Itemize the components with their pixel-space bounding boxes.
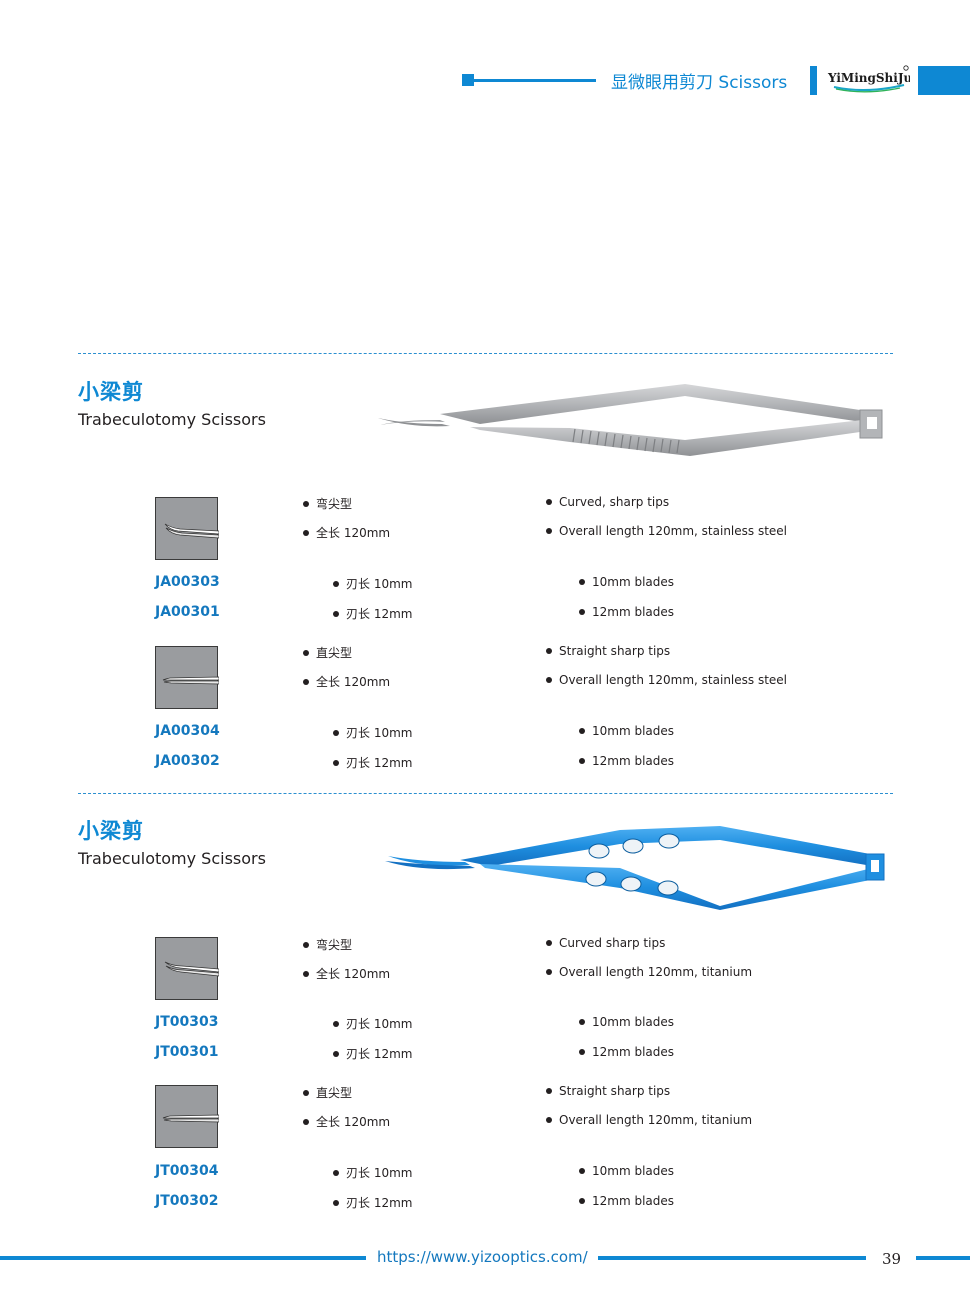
- product-code: JA00302: [155, 753, 220, 769]
- section-divider: [78, 353, 893, 354]
- spec-cn-item: 直尖型: [303, 644, 352, 661]
- spec-en-item: Curved sharp tips: [546, 936, 665, 950]
- product-code: JT00303: [155, 1014, 219, 1030]
- blade-en-item: 10mm blades: [579, 1015, 674, 1029]
- footer-line-right: [916, 1256, 970, 1260]
- spec-en-item: Overall length 120mm, stainless steel: [546, 673, 787, 687]
- tip-detail-image: [155, 1085, 220, 1148]
- product-code: JA00303: [155, 574, 220, 590]
- tip-detail-image: [155, 937, 220, 1000]
- footer-line-middle: [598, 1256, 866, 1260]
- spec-cn-item: 弯尖型: [303, 936, 352, 953]
- logo-text: YiMingShiJue: [827, 71, 910, 85]
- spec-cn-item: 弯尖型: [303, 495, 352, 512]
- website-link[interactable]: https://www.yizooptics.com/: [377, 1248, 588, 1266]
- steel-scissors-image: [370, 372, 890, 472]
- blade-en-item: 12mm blades: [579, 1045, 674, 1059]
- spec-en-item: Overall length 120mm, titanium: [546, 1113, 752, 1127]
- page-number: 39: [882, 1250, 902, 1268]
- page-title: 显微眼用剪刀 Scissors: [611, 73, 788, 93]
- blade-en-item: 10mm blades: [579, 575, 674, 589]
- header-block: [918, 66, 970, 95]
- blade-en-item: 12mm blades: [579, 754, 674, 768]
- spec-en-item: Straight sharp tips: [546, 644, 670, 658]
- spec-en-item: Overall length 120mm, titanium: [546, 965, 752, 979]
- spec-cn-item: 全长 120mm: [303, 1113, 390, 1130]
- brand-logo: YiMingShiJue: [826, 64, 920, 94]
- section-title-en: Trabeculotomy Scissors: [78, 849, 266, 868]
- blade-en-item: 12mm blades: [579, 605, 674, 619]
- section-title-cn: 小梁剪: [78, 380, 144, 404]
- spec-en-item: Overall length 120mm, stainless steel: [546, 524, 787, 538]
- header-line: [474, 79, 596, 82]
- tip-detail-image: [155, 646, 220, 709]
- section-divider: [78, 793, 893, 794]
- product-code: JT00304: [155, 1163, 219, 1179]
- blade-cn-item: 刃长 10mm: [333, 575, 412, 592]
- product-code: JA00301: [155, 604, 220, 620]
- product-code: JA00304: [155, 723, 220, 739]
- blade-cn-item: 刃长 10mm: [333, 1015, 412, 1032]
- spec-en-item: Straight sharp tips: [546, 1084, 670, 1098]
- tip-detail-image: [155, 497, 220, 560]
- product-code: JT00302: [155, 1193, 219, 1209]
- blade-en-item: 10mm blades: [579, 724, 674, 738]
- header-bar: [810, 66, 817, 95]
- blade-en-item: 12mm blades: [579, 1194, 674, 1208]
- section-title-en: Trabeculotomy Scissors: [78, 410, 266, 429]
- blade-cn-item: 刃长 12mm: [333, 605, 412, 622]
- blade-cn-item: 刃长 10mm: [333, 724, 412, 741]
- spec-cn-item: 全长 120mm: [303, 965, 390, 982]
- blade-cn-item: 刃长 12mm: [333, 754, 412, 771]
- spec-en-item: Curved, sharp tips: [546, 495, 669, 509]
- spec-cn-item: 全长 120mm: [303, 673, 390, 690]
- section-title-cn: 小梁剪: [78, 819, 144, 843]
- header-square: [462, 74, 474, 86]
- blade-cn-item: 刃长 12mm: [333, 1194, 412, 1211]
- footer-line-left: [0, 1256, 366, 1260]
- blade-cn-item: 刃长 12mm: [333, 1045, 412, 1062]
- blade-cn-item: 刃长 10mm: [333, 1164, 412, 1181]
- blade-en-item: 10mm blades: [579, 1164, 674, 1178]
- product-code: JT00301: [155, 1044, 219, 1060]
- titanium-scissors-image: [370, 818, 890, 918]
- spec-cn-item: 直尖型: [303, 1084, 352, 1101]
- spec-cn-item: 全长 120mm: [303, 524, 390, 541]
